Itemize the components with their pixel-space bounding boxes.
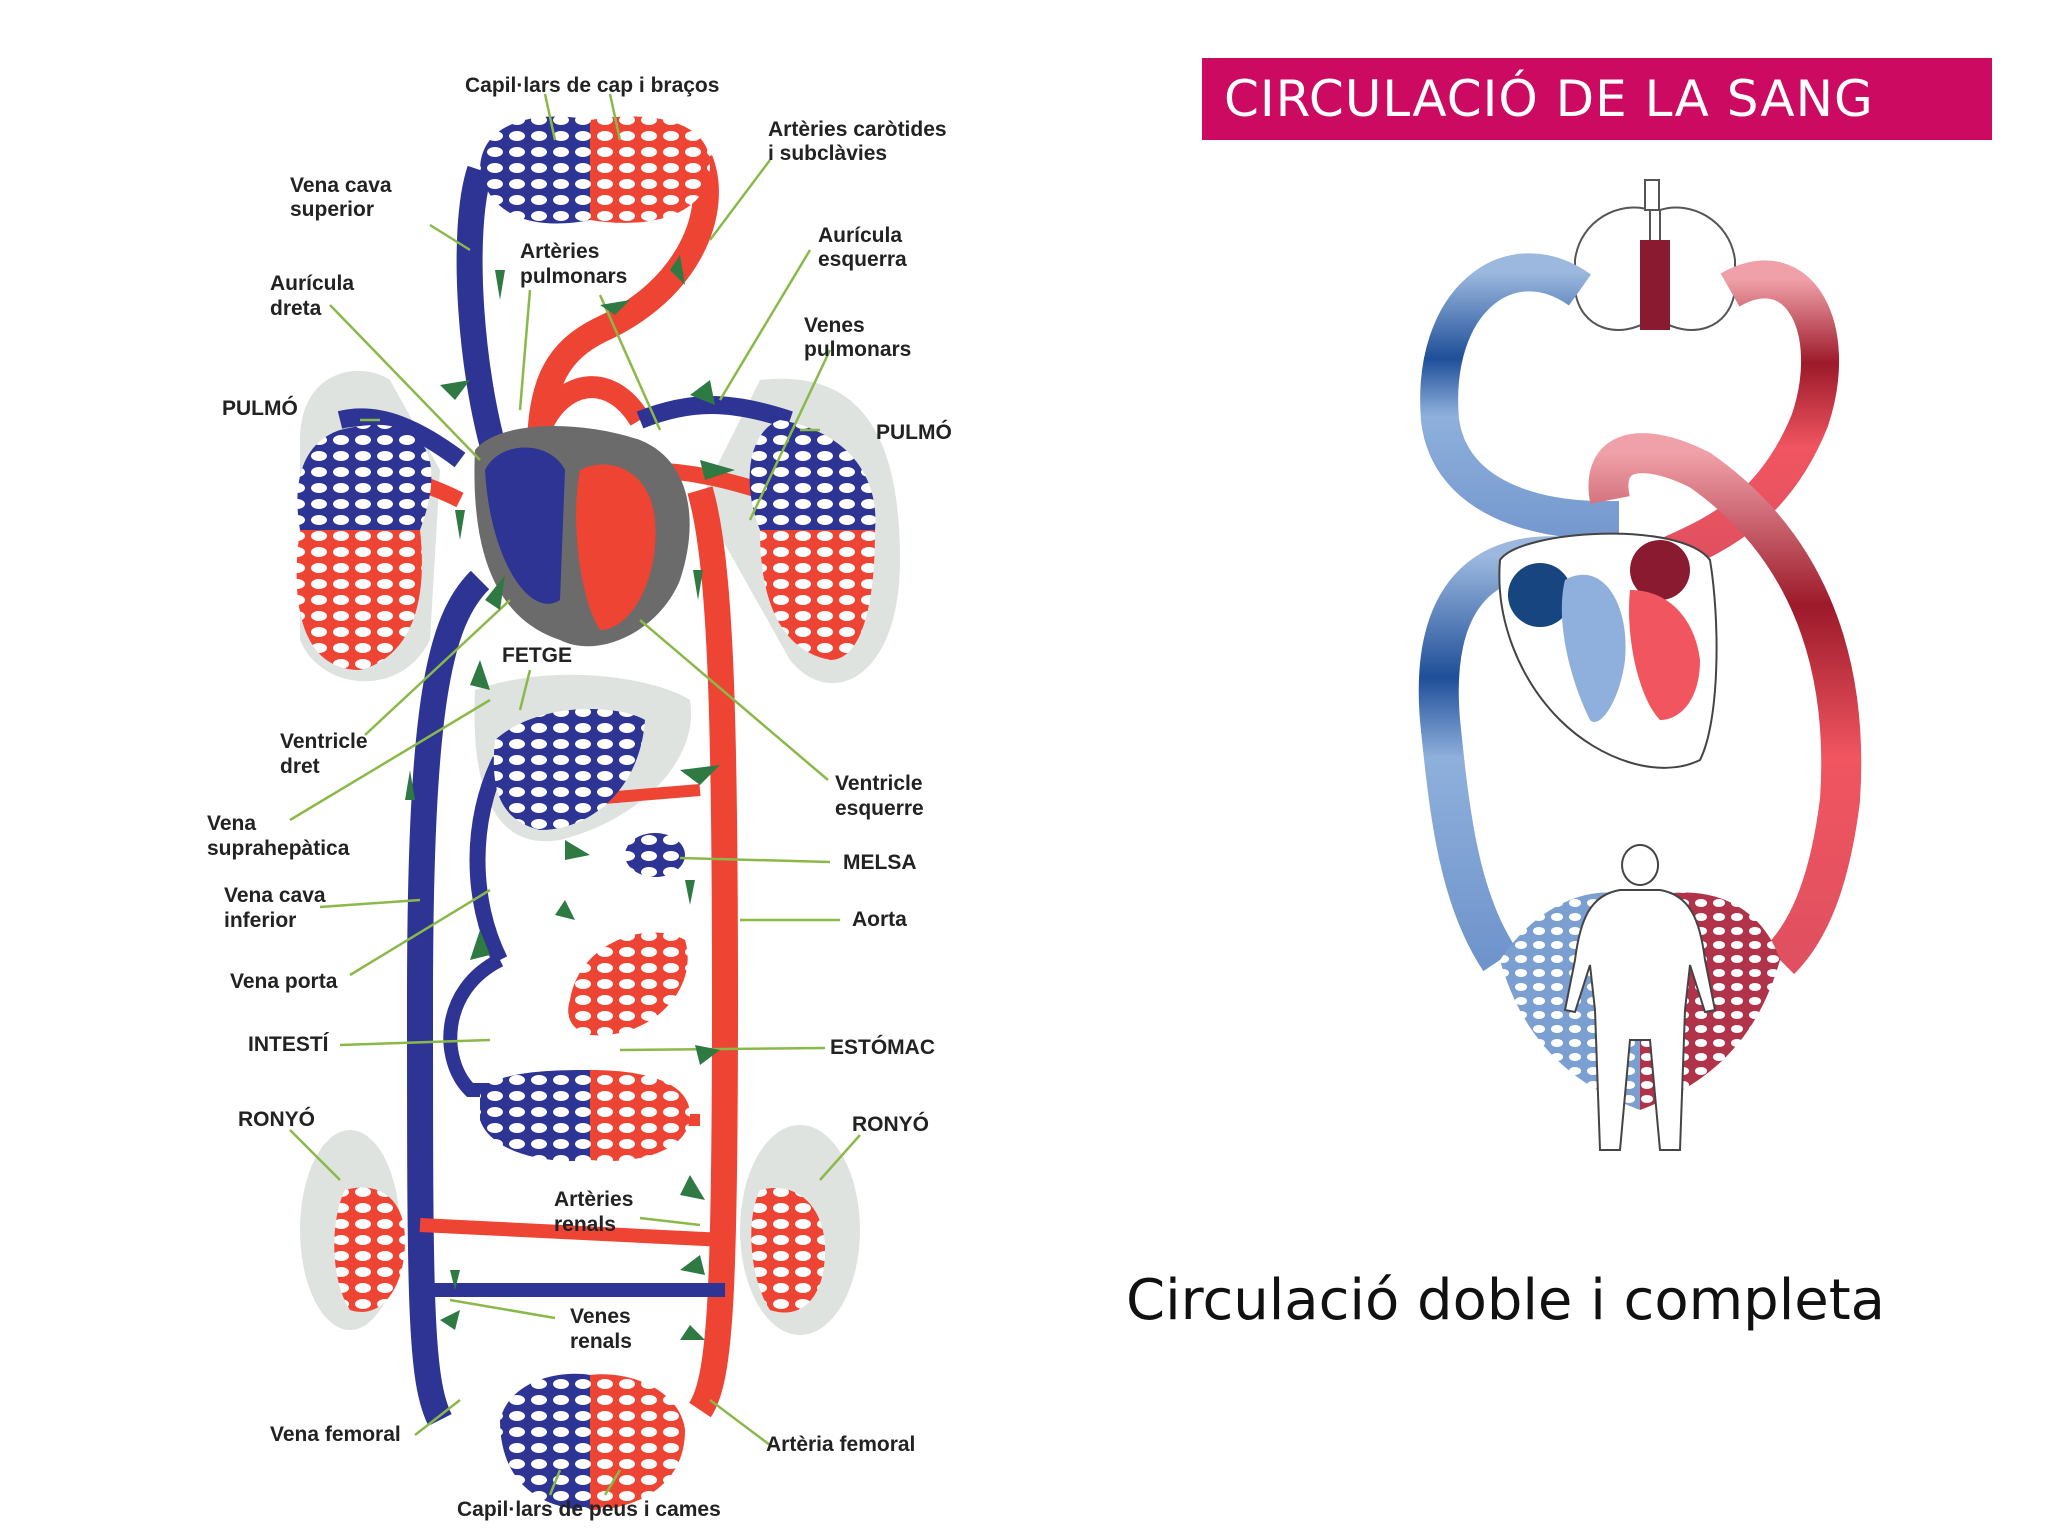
label-auricula-esquerra: Aurícula bbox=[818, 224, 902, 247]
heart-left-side bbox=[576, 464, 656, 630]
leader-lines bbox=[289, 93, 861, 1496]
right-ventricle bbox=[1561, 574, 1626, 722]
label-arteries-pulmonars-2: pulmonars bbox=[520, 265, 627, 288]
vena-cava-superior bbox=[456, 165, 513, 475]
right-atrium bbox=[1508, 563, 1572, 627]
title-banner: CIRCULACIÓ DE LA SANG bbox=[1202, 58, 1992, 140]
left-ventricle bbox=[1629, 590, 1700, 720]
label-ronyo-left: RONYÓ bbox=[238, 1107, 315, 1131]
lung-left-capillaries-blue bbox=[297, 424, 432, 530]
label-vena-cava-superior: Vena cava bbox=[290, 174, 392, 197]
label-arteria-femoral: Artèria femoral bbox=[766, 1433, 915, 1456]
label-vena-suprahepatica-2: suprahepàtica bbox=[207, 837, 350, 860]
trachea bbox=[1644, 179, 1660, 211]
legs-capillaries-red bbox=[590, 1374, 685, 1510]
label-ventricle-dret-2: dret bbox=[280, 755, 320, 778]
label-auricula-esquerra-2: esquerra bbox=[818, 248, 907, 271]
label-ventricle-esquerre-2: esquerre bbox=[835, 797, 924, 820]
systemic-loop-right bbox=[1588, 433, 1862, 975]
label-vena-cava-superior-2: superior bbox=[290, 198, 374, 221]
intestine-capillaries-red bbox=[590, 1070, 690, 1161]
label-pulmo-left: PULMÓ bbox=[222, 396, 298, 420]
aorta bbox=[687, 486, 739, 1418]
label-intesti: INTESTÍ bbox=[248, 1033, 330, 1056]
left-atrium bbox=[1630, 540, 1690, 600]
pulmonary-loop-right bbox=[1651, 260, 1840, 578]
label-ventricle-esquerre: Ventricle bbox=[835, 772, 923, 795]
human-figure-icon bbox=[1563, 844, 1717, 1151]
spleen-capillaries bbox=[625, 833, 685, 877]
label-venes-renals: Venes bbox=[570, 1305, 631, 1328]
renal-artery bbox=[419, 1218, 726, 1247]
label-pulmo-right: PULMÓ bbox=[876, 420, 952, 444]
label-auricula-dreta-2: dreta bbox=[270, 297, 322, 320]
label-vena-porta: Vena porta bbox=[230, 970, 338, 993]
portal-vein bbox=[469, 756, 508, 964]
kidney-left-capillaries bbox=[334, 1187, 405, 1312]
vena-cava-inferior bbox=[406, 570, 490, 1426]
lung-right-capillaries-blue bbox=[749, 420, 876, 530]
flow-arrows bbox=[405, 255, 735, 1340]
label-capillars-cap: Capil·lars de cap i braços bbox=[465, 74, 719, 97]
label-aorta: Aorta bbox=[852, 908, 907, 931]
caption: Circulació doble i completa bbox=[1126, 1268, 1885, 1333]
intestine-loop bbox=[443, 953, 620, 1097]
label-ronyo-right: RONYÓ bbox=[852, 1112, 929, 1136]
label-auricula-dreta: Aurícula bbox=[270, 272, 354, 295]
heart-right-side bbox=[485, 447, 565, 604]
label-venes-pulmonars-2: pulmonars bbox=[804, 338, 911, 361]
kidney-right-capillaries bbox=[751, 1188, 825, 1313]
label-arteries-pulmonars: Artèries bbox=[520, 240, 599, 263]
label-arteries-carotides-2: i subclàvies bbox=[768, 142, 887, 165]
head-capillaries-red bbox=[590, 116, 710, 223]
label-fetge: FETGE bbox=[502, 644, 572, 667]
systemic-circulation-diagram: Capil·lars de cap i braços Artèries carò… bbox=[207, 74, 952, 1521]
pulmonary-vein-left bbox=[337, 408, 466, 468]
label-venes-renals-2: renals bbox=[570, 1330, 632, 1353]
intestine-capillaries-blue bbox=[480, 1070, 590, 1161]
double-circulation-diagram bbox=[1418, 179, 1862, 1151]
label-venes-pulmonars: Venes bbox=[804, 314, 865, 337]
label-melsa: MELSA bbox=[843, 851, 917, 874]
label-vena-suprahepatica: Vena bbox=[207, 812, 256, 835]
lung-right-capillaries-red bbox=[760, 530, 875, 660]
label-vena-cava-inferior: Vena cava bbox=[224, 884, 326, 907]
label-vena-cava-inferior-2: inferior bbox=[224, 909, 296, 932]
pulmonary-artery bbox=[529, 376, 650, 435]
label-capillars-peus: Capil·lars de peus i cames bbox=[457, 1498, 721, 1521]
lung-capillaries bbox=[1640, 240, 1670, 330]
liver-capillaries bbox=[493, 708, 645, 830]
label-vena-femoral: Vena femoral bbox=[270, 1423, 401, 1446]
label-arteries-renals: Artèries bbox=[554, 1188, 633, 1211]
label-estomac: ESTÓMAC bbox=[830, 1035, 935, 1059]
carotid-artery bbox=[527, 155, 719, 451]
label-ventricle-dret: Ventricle bbox=[280, 730, 368, 753]
label-arteries-carotides: Artèries caròtides bbox=[768, 118, 947, 141]
label-arteries-renals-2: renals bbox=[554, 1213, 616, 1236]
head-capillaries-blue bbox=[480, 116, 590, 224]
legs-capillaries-blue bbox=[500, 1373, 590, 1510]
pulmonary-vein-right bbox=[636, 396, 793, 429]
lung-left-capillaries-red bbox=[296, 530, 422, 670]
pulmonary-loop-left bbox=[1420, 253, 1619, 560]
stomach-capillaries bbox=[568, 932, 688, 1036]
